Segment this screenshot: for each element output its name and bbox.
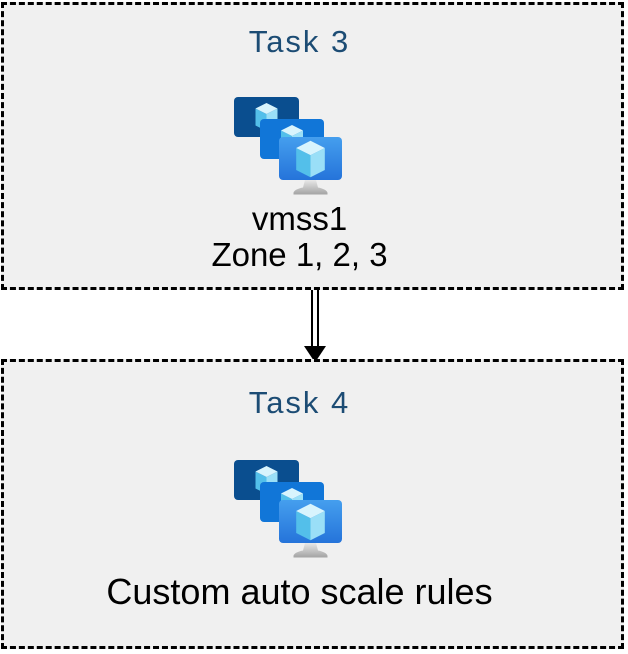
task3-box: Task 3 vmss1 Zone 1, 2, 3 xyxy=(1,2,624,290)
task4-content: Task 4 Custom auto scale rules xyxy=(0,362,608,646)
task3-content: Task 3 vmss1 Zone 1, 2, 3 xyxy=(0,5,608,287)
vm-scale-set-icon xyxy=(233,97,342,195)
task4-title: Task 4 xyxy=(248,385,351,420)
connector-arrow xyxy=(304,290,326,363)
autoscale-rules-label: Custom auto scale rules xyxy=(106,571,493,612)
task3-title: Task 3 xyxy=(248,24,351,59)
task4-box: Task 4 Custom auto scale rules xyxy=(1,359,624,649)
vmss-name-label: vmss1 xyxy=(251,200,348,237)
arrowhead-down-icon xyxy=(304,346,326,363)
vm-scale-set-icon xyxy=(233,460,342,558)
zone-label: Zone 1, 2, 3 xyxy=(211,236,388,273)
